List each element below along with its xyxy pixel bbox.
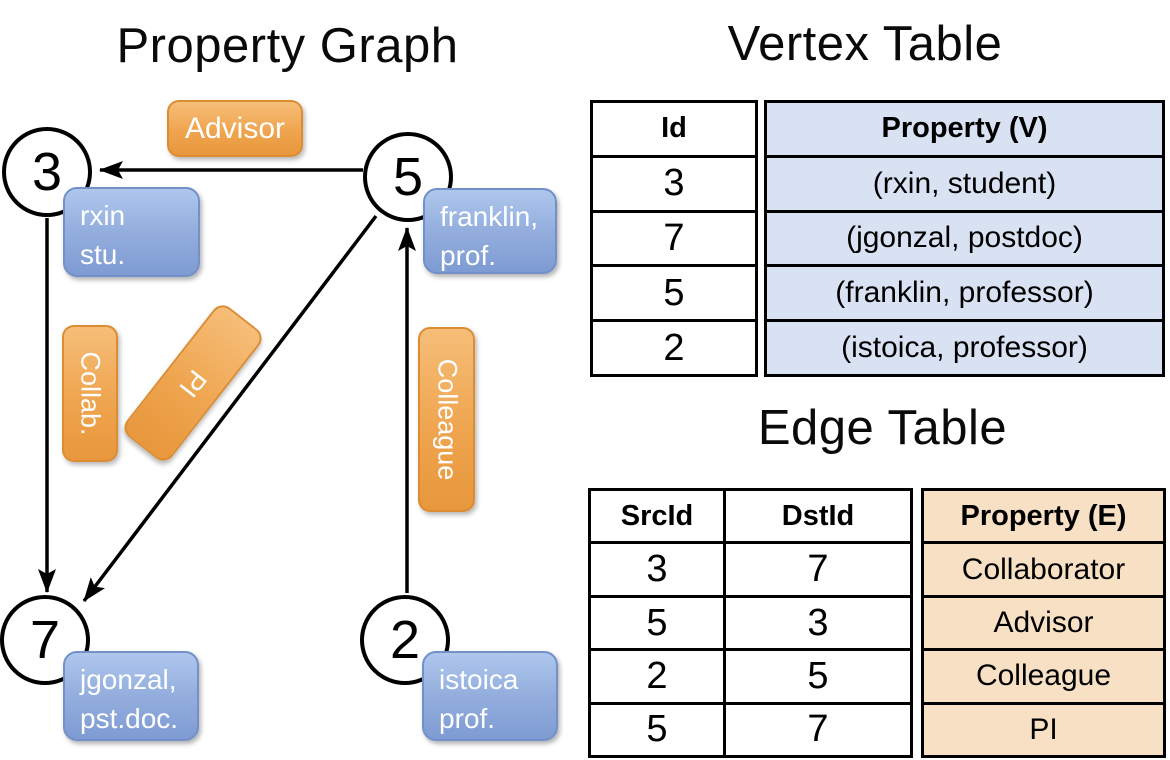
edge-table-title: Edge Table — [757, 401, 1008, 455]
edge-line-pi-5-to-7 — [82, 214, 378, 603]
vertex-table-cell-id: 3 — [593, 154, 755, 210]
vertex-id-2: 2 — [389, 610, 421, 670]
vertex-property-box-jgonzal: jgonzal, pst.doc. — [63, 651, 199, 741]
edge-table-cell-srcid: 5 — [591, 594, 723, 648]
vertex-property-line2: prof. — [440, 240, 497, 272]
edge-table-header-dstid: DstId — [781, 499, 855, 532]
vertex-table-property-column: Property (V) (rxin, student) (jgonzal, p… — [764, 100, 1165, 377]
vertex-property-line2: prof. — [439, 703, 496, 735]
edge-label-text: PI — [173, 364, 214, 403]
property-graph-title: Property Graph — [116, 19, 459, 73]
edge-label-text: Colleague — [432, 358, 462, 481]
vertex-table-cell-id: 2 — [593, 319, 755, 374]
vertex-table-cell-property: (franklin, professor) — [767, 264, 1162, 320]
edge-table-cell-property: Colleague — [924, 648, 1163, 702]
vertex-table-header-property: Property (V) — [767, 103, 1162, 155]
edge-table-cell-dstid: 7 — [726, 541, 910, 594]
edge-table-cell-dstid: 5 — [726, 648, 910, 701]
vertex-table-cell-property: (istoica, professor) — [767, 319, 1162, 374]
vertex-id-5: 5 — [392, 147, 424, 207]
edge-label-text: Advisor — [184, 111, 286, 145]
edge-table-cell-property: Collaborator — [924, 541, 1163, 595]
graph-edges-canvas — [38, 161, 416, 603]
edge-table-cell-dstid: 7 — [726, 701, 910, 755]
vertex-id-3: 3 — [31, 142, 63, 202]
vertex-property-line2: pst.doc. — [80, 703, 179, 735]
vertex-table-cell-property: (jgonzal, postdoc) — [767, 209, 1162, 265]
vertex-table-cell-id: 7 — [593, 209, 755, 265]
vertex-property-box-franklin: franklin, prof. — [423, 188, 557, 274]
vertex-table-cell-property: (rxin, student) — [767, 154, 1162, 210]
vertex-table-title: Vertex Table — [727, 17, 1003, 71]
edge-table-cell-dstid: 3 — [726, 594, 910, 648]
vertex-property-line1: rxin — [80, 200, 126, 231]
edge-label-colleague: Colleague — [418, 327, 475, 512]
edge-label-collab: Collab. — [62, 325, 118, 462]
edge-table-header-srcid: SrcId — [620, 499, 694, 532]
edge-table-property-column: Property (E) Collaborator Advisor Collea… — [921, 488, 1166, 758]
vertex-property-line1: jgonzal, — [80, 664, 177, 695]
vertex-circle-2: 2 — [360, 595, 450, 685]
vertex-id-7: 7 — [29, 610, 61, 670]
vertex-table-header-id: Id — [661, 112, 687, 145]
vertex-circle-5: 5 — [363, 132, 453, 222]
edge-table-cell-srcid: 2 — [591, 648, 723, 701]
vertex-table-cell-id: 5 — [593, 264, 755, 319]
edge-label-advisor: Advisor — [167, 100, 303, 157]
vertex-property-box-istoica: istoica prof. — [422, 651, 558, 741]
edge-label-text: Collab. — [75, 351, 106, 436]
vertex-property-line2: stu. — [80, 239, 126, 271]
edge-table-dstid-column: DstId 7 3 5 7 — [723, 491, 910, 755]
edge-table-cell-property: Advisor — [924, 594, 1163, 649]
vertex-property-line1: istoica — [439, 664, 519, 695]
edge-table-cell-srcid: 5 — [591, 701, 723, 755]
vertex-property-line1: franklin, — [440, 201, 539, 232]
edge-table-cell-srcid: 3 — [591, 541, 723, 594]
edge-table-srcid-column: SrcId 3 5 2 5 — [591, 491, 723, 755]
vertex-property-box-rxin: rxin stu. — [63, 187, 200, 277]
vertex-table-id-column: Id 3 7 5 2 — [590, 100, 758, 377]
edge-table-header-property: Property (E) — [924, 491, 1163, 542]
edge-table-id-columns: SrcId 3 5 2 5 DstId 7 3 5 7 — [588, 488, 913, 758]
edge-table-cell-property: PI — [924, 701, 1163, 756]
